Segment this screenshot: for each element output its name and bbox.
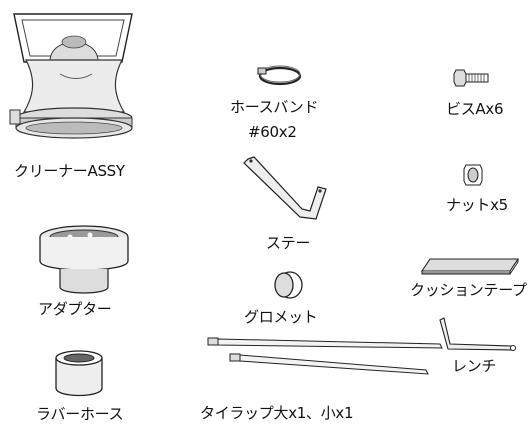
rubber-hose-label: ラバーホース: [36, 405, 124, 423]
hose-band-label: ホースバンド: [230, 98, 319, 116]
cushion-tape-illustration: [420, 258, 520, 275]
cleaner-assy-label: クリーナーASSY: [14, 162, 125, 180]
tie-wrap-label: タイラップ大x1、小x1: [200, 404, 354, 422]
grommet-illustration: [274, 271, 303, 299]
stay-illustration: [243, 156, 327, 220]
tie-wrap-illustration: [207, 337, 443, 375]
nut-illustration: [463, 164, 483, 186]
screw-a-illustration: [453, 69, 489, 87]
cushion-tape-label: クッションテープ: [410, 281, 527, 299]
adapter-label: アダプター: [38, 300, 112, 318]
wrench-illustration: [439, 317, 516, 351]
nut-label: ナットx5: [446, 196, 508, 214]
adapter-illustration: [39, 225, 129, 294]
stay-label: ステー: [266, 234, 311, 252]
grommet-label: グロメット: [244, 308, 318, 326]
rubber-hose-illustration: [55, 350, 103, 397]
wrench-label: レンチ: [452, 357, 497, 375]
hose-band-qty: #60x2: [248, 123, 297, 141]
hose-band-illustration: [257, 65, 302, 86]
cleaner-assy-illustration: [9, 13, 133, 139]
screw-a-label: ビスAx6: [446, 100, 504, 118]
